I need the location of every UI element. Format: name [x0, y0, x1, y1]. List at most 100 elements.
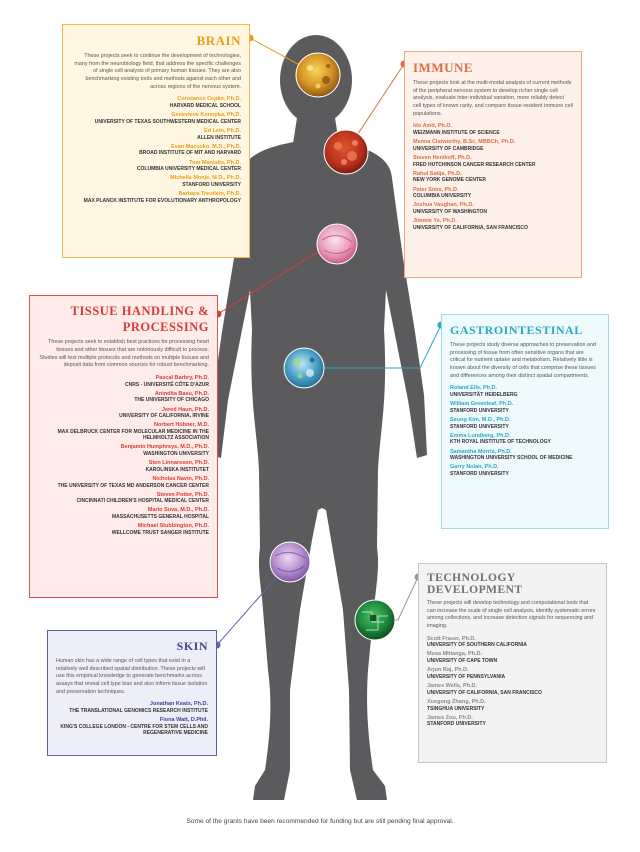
person-name: Steven Henikoff, Ph.D. [413, 154, 472, 161]
person-institution: STANFORD UNIVERSITY [450, 407, 509, 414]
person-name: Rahul Satija, Ph.D. [413, 170, 462, 177]
person-name: Jimmie Ye, Ph.D. [413, 218, 457, 225]
list-item: Xuegong Zhang, Ph.D.TSINGHUA UNIVERSITY [427, 699, 598, 712]
person-institution: KAROLINSKA INSTITUTET [145, 466, 209, 473]
tissue-image-brain [295, 52, 341, 98]
skin-description: Human skin has a wide range of cell type… [56, 658, 208, 695]
gastro-panel: GASTROINTESTINAL These projects study di… [441, 314, 609, 529]
person-name: Pascal Barbry, Ph.D. [155, 374, 209, 381]
person-name: Evan Macosko, M.D., Ph.D. [171, 143, 241, 150]
immune-panel: IMMUNE These projects look at the multi-… [404, 51, 582, 278]
person-institution: STANFORD UNIVERSITY [450, 471, 509, 478]
person-name: Fiona Watt, D.Phil. [159, 717, 208, 724]
list-item: Menna Clatworthy, B.Sc, MBBCh, Ph.D.UNIV… [413, 139, 573, 152]
person-institution: KING'S COLLEGE LONDON - CENTRE FOR STEM … [60, 723, 208, 736]
tissue-panel: TISSUE HANDLING &PROCESSING These projec… [29, 295, 218, 598]
person-name: Michelle Monje, M.D., Ph.D. [170, 175, 241, 182]
tissue-title: TISSUE HANDLING &PROCESSING [38, 304, 209, 335]
tissue-title-line2: PROCESSING [122, 319, 209, 334]
tissue-image-skin [269, 541, 311, 583]
list-item: Michelle Monje, M.D., Ph.D.STANFORD UNIV… [71, 175, 241, 188]
person-name: Benjamin Humphreys, M.D., Ph.D. [120, 444, 209, 451]
list-item: Arjun Raj, Ph.D.UNIVERSITY OF PENNSYLVAN… [427, 667, 598, 680]
tech-description: These projects will develop technology a… [427, 600, 596, 630]
list-item: Scott Fraser, Ph.D.UNIVERSITY OF SOUTHER… [427, 636, 598, 649]
list-item: Jonathan Keats, Ph.D.THE TRANSLATIONAL G… [56, 701, 208, 714]
person-institution: TSINGHUA UNIVERSITY [427, 705, 485, 712]
person-name: Tom Maniatis, Ph.D. [189, 159, 241, 166]
person-name: Menna Clatworthy, B.Sc, MBBCh, Ph.D. [413, 139, 516, 146]
person-institution: UNIVERSITY OF CALIFORNIA, SAN FRANCISCO [413, 224, 528, 231]
person-name: Roland Eils, Ph.D. [450, 385, 498, 392]
person-name: Norbert Hübner, M.D. [153, 422, 209, 429]
list-item: Roland Eils, Ph.D.UNIVERSITÄT HEIDELBERG [450, 385, 600, 398]
person-institution: UNIVERSITY OF SOUTHERN CALIFORNIA [427, 642, 527, 649]
person-name: Jonathan Keats, Ph.D. [149, 701, 208, 708]
person-name: William Greenleaf, Ph.D. [450, 401, 514, 408]
person-institution: UNIVERSITY OF CAPE TOWN [427, 658, 498, 665]
list-item: Joshua Vaughan, Ph.D.UNIVERSITY OF WASHI… [413, 202, 573, 215]
person-institution: CNRS - UNIVERSITÉ CÔTE D'AZUR [125, 381, 209, 388]
tech-title: TECHNOLOGY DEVELOPMENT [427, 572, 523, 596]
person-institution: WELLCOME TRUST SANGER INSTITUTE [111, 529, 209, 536]
gastro-title: GASTROINTESTINAL [450, 323, 583, 337]
person-institution: MASSACHUSETTS GENERAL HOSPITAL [111, 514, 209, 521]
brain-title: BRAIN [196, 33, 241, 48]
list-item: Sten Linnarsson, Ph.D.KAROLINSKA INSTITU… [38, 460, 209, 473]
person-institution: NEW YORK GENOME CENTER [413, 177, 486, 184]
person-name: Joshua Vaughan, Ph.D. [413, 202, 474, 209]
person-institution: COLUMBIA UNIVERSITY [413, 193, 472, 200]
person-name: Constance Cepko, Ph.D. [177, 96, 241, 103]
list-item: Michael Stubbington, Ph.D.WELLCOME TRUST… [38, 523, 209, 536]
person-name: Scott Fraser, Ph.D. [427, 635, 476, 642]
person-name: Garry Nolan, Ph.D. [450, 464, 499, 471]
person-institution: HARVARD MEDICAL SCHOOL [169, 103, 241, 110]
immune-people-list: Ido Amit, Ph.D.WEIZMANN INSTITUTE OF SCI… [413, 123, 573, 231]
list-item: Norbert Hübner, M.D.MAX DELBRUCK CENTER … [38, 422, 209, 441]
person-institution: CINCINNATI CHILDREN'S HOSPITAL MEDICAL C… [76, 498, 210, 505]
person-institution: KTH ROYAL INSTITUTE OF TECHNOLOGY [450, 439, 551, 446]
tissue-image-gastro [283, 347, 325, 389]
person-name: Seung Kim, M.D., Ph.D. [450, 416, 511, 423]
list-item: Constance Cepko, Ph.D.HARVARD MEDICAL SC… [71, 96, 241, 109]
list-item: James Zou, Ph.D.STANFORD UNIVERSITY [427, 715, 598, 728]
person-institution: COLUMBIA UNIVERSITY MEDICAL CENTER [136, 166, 241, 173]
list-item: Musa Mhlanga, Ph.D.UNIVERSITY OF CAPE TO… [427, 651, 598, 664]
gastro-description: These projects study diverse approaches … [450, 342, 596, 379]
list-item: Benjamin Humphreys, M.D., Ph.D.WASHINGTO… [38, 444, 209, 457]
person-name: Musa Mhlanga, Ph.D. [427, 651, 483, 658]
list-item: Rahul Satija, Ph.D.NEW YORK GENOME CENTE… [413, 171, 573, 184]
person-institution: ALLEN INSTITUTE [197, 134, 241, 141]
immune-title: IMMUNE [413, 60, 474, 75]
person-name: Emma Lundberg, Ph.D. [450, 432, 511, 439]
list-item: Pascal Barbry, Ph.D.CNRS - UNIVERSITÉ CÔ… [38, 375, 209, 388]
person-name: Nicholas Navin, Ph.D. [152, 475, 209, 482]
list-item: Mario Suva, M.D., Ph.D.MASSACHUSETTS GEN… [38, 507, 209, 520]
person-name: Anindita Basu, Ph.D. [154, 390, 209, 397]
person-name: Mario Suva, M.D., Ph.D. [147, 507, 209, 514]
person-name: Ido Amit, Ph.D. [413, 123, 452, 130]
person-name: James Wells, Ph.D. [427, 683, 478, 690]
list-item: Genevieve Konopka, Ph.D.UNIVERSITY OF TE… [71, 112, 241, 125]
tissue-title-line1: TISSUE HANDLING & [70, 304, 209, 318]
person-institution: THE TRANSLATIONAL GENOMICS RESEARCH INST… [69, 708, 208, 715]
person-institution: UNIVERSITY OF CALIFORNIA, SAN FRANCISCO [427, 689, 542, 696]
person-name: Jered Haun, Ph.D. [161, 406, 209, 413]
tissue-people-list: Pascal Barbry, Ph.D.CNRS - UNIVERSITÉ CÔ… [38, 375, 209, 536]
brain-people-list: Constance Cepko, Ph.D.HARVARD MEDICAL SC… [71, 96, 241, 204]
person-institution: BROAD INSTITUTE OF MIT AND HARVARD [139, 150, 241, 157]
person-name: Sten Linnarsson, Ph.D. [148, 460, 209, 467]
person-institution: UNIVERSITY OF WASHINGTON [413, 209, 487, 216]
list-item: Barbara Treutlein, Ph.D.MAX PLANCK INSTI… [71, 191, 241, 204]
person-institution: THE UNIVERSITY OF TEXAS MD ANDERSON CANC… [57, 482, 209, 489]
list-item: Samantha Morris, Ph.D.WASHINGTON UNIVERS… [450, 449, 600, 462]
list-item: Tom Maniatis, Ph.D.COLUMBIA UNIVERSITY M… [71, 160, 241, 173]
list-item: Peter Sims, Ph.D.COLUMBIA UNIVERSITY [413, 187, 573, 200]
person-name: Steven Potter, Ph.D. [156, 491, 209, 498]
person-institution: FRED HUTCHINSON CANCER RESEARCH CENTER [413, 161, 536, 168]
person-institution: MAX DELBRUCK CENTER FOR MOLECULAR MEDICI… [57, 429, 209, 442]
person-name: James Zou, Ph.D. [427, 714, 473, 721]
list-item: Seung Kim, M.D., Ph.D.STANFORD UNIVERSIT… [450, 417, 600, 430]
list-item: Steven Henikoff, Ph.D.FRED HUTCHINSON CA… [413, 155, 573, 168]
